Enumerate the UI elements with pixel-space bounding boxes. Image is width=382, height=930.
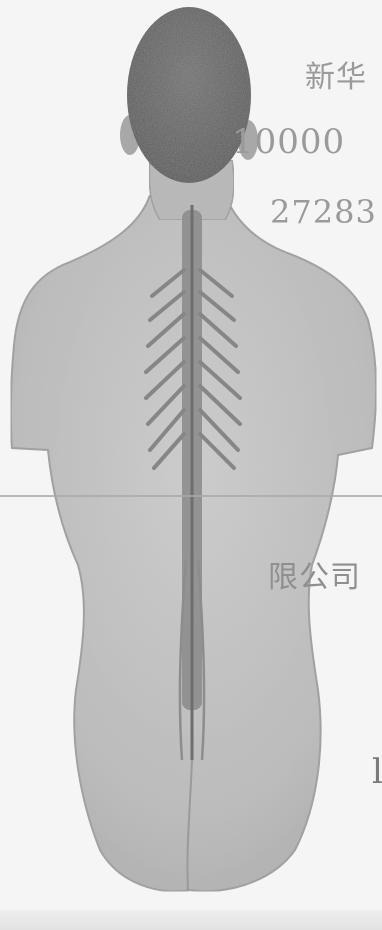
- bleed-text-2: 10000: [232, 122, 345, 162]
- scan-fold-line: [0, 495, 382, 497]
- bleed-text-1: 新华: [305, 52, 367, 96]
- bleed-text-4: 限公司: [268, 552, 361, 596]
- bleed-text-5: l: [372, 752, 382, 792]
- bleed-text-3: 27283: [270, 193, 377, 231]
- page-bottom-edge: [0, 910, 382, 930]
